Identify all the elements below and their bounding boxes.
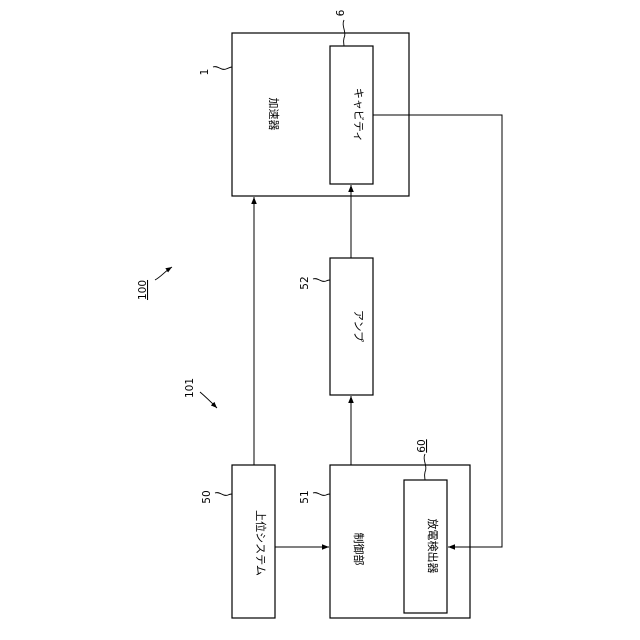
ref-system-pointer [155, 267, 172, 280]
ref-subsystem: 101 [184, 378, 196, 398]
amplifier-label: アンプ [352, 310, 365, 342]
cavity-box [330, 46, 373, 184]
host-system-box [232, 465, 275, 618]
host-system-label: 上位システム [254, 510, 268, 576]
ref-amplifier-lead [313, 279, 330, 282]
controller-box [330, 465, 470, 618]
cavity-label: キャビティ [352, 88, 365, 142]
ref-discharge-detector: 60 [416, 439, 428, 452]
amplifier-box [330, 258, 373, 395]
ref-controller: 51 [299, 490, 311, 503]
accelerator-label: 加速器 [267, 98, 280, 131]
ref-accelerator: 1 [199, 69, 211, 76]
ref-host-system: 50 [201, 490, 213, 503]
ref-controller-lead [313, 493, 330, 496]
ref-host-system-lead [215, 493, 232, 496]
discharge-detector-label: 放電検出器 [426, 519, 440, 574]
discharge-detector-box [404, 480, 447, 613]
ref-amplifier: 52 [299, 276, 311, 289]
ref-system: 100 [137, 280, 149, 300]
ref-subsystem-pointer [200, 392, 217, 408]
ref-accelerator-lead [213, 67, 232, 70]
controller-label: 制御部 [352, 533, 366, 566]
ref-cavity: 6 [335, 9, 347, 16]
